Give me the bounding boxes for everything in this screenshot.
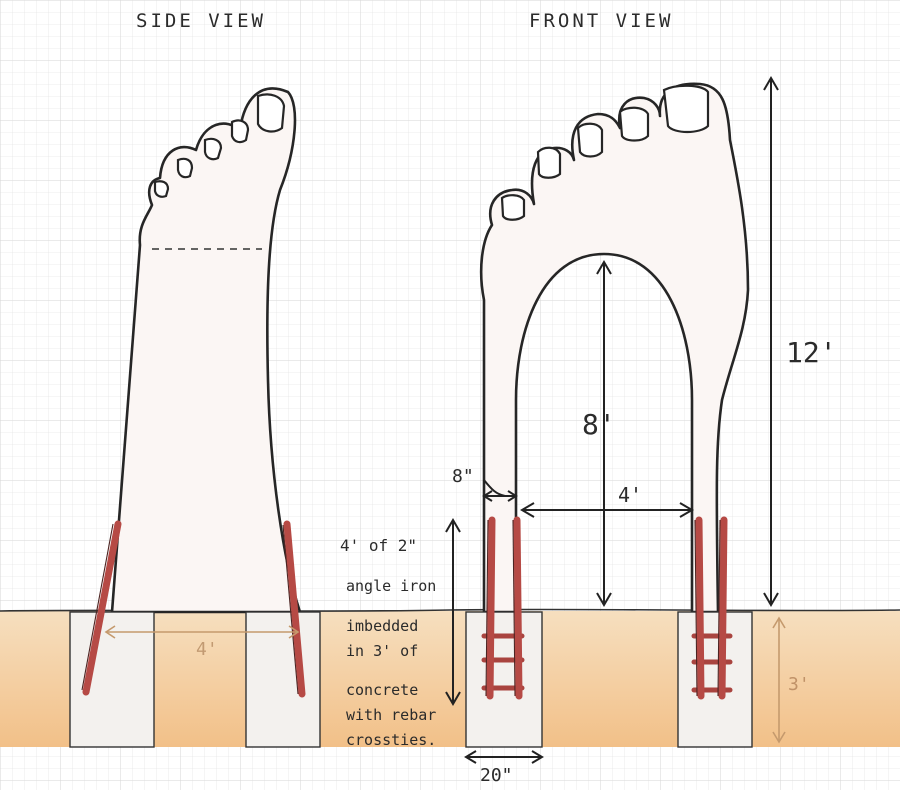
front-right-angle-iron xyxy=(691,516,733,700)
arch-height-label: 8' xyxy=(582,408,616,441)
front-left-angle-iron xyxy=(481,516,525,700)
angle-iron-length-dimension xyxy=(445,518,461,706)
side-spacing-dimension xyxy=(104,625,300,639)
note-line-2: angle iron xyxy=(346,577,436,595)
side-angle-iron-rods xyxy=(81,520,306,698)
footing-width-label: 20" xyxy=(480,765,513,786)
front-footing-left xyxy=(465,611,543,748)
side-spacing-label: 4' xyxy=(196,639,218,660)
side-view-foot xyxy=(110,87,302,614)
front-view-title: FRONT VIEW xyxy=(529,10,673,32)
note-line-3: imbedded xyxy=(346,617,418,635)
note-line-1: 4' of 2" xyxy=(340,536,417,555)
leg-width-label: 8" xyxy=(452,466,474,487)
footing-width-dimension xyxy=(464,750,544,764)
note-line-4: in 3' of xyxy=(346,642,418,660)
note-line-7: crossties. xyxy=(346,731,436,749)
front-view-foot xyxy=(479,82,750,614)
arch-width-dimension xyxy=(520,502,694,518)
front-footing-right xyxy=(677,611,753,748)
depth-dimension xyxy=(772,616,786,744)
total-height-label: 12' xyxy=(786,336,837,369)
total-height-dimension xyxy=(763,76,779,607)
note-line-5: concrete xyxy=(346,681,418,699)
leg-width-dimension xyxy=(482,479,518,502)
depth-label: 3' xyxy=(788,674,810,695)
construction-note: 4' of 2" angle iron imbedded in 3' of co… xyxy=(340,536,436,749)
side-view-title: SIDE VIEW xyxy=(136,10,266,32)
arch-height-dimension xyxy=(596,260,612,607)
arch-width-label: 4' xyxy=(618,483,642,507)
side-footing-right xyxy=(245,611,321,748)
note-line-6: with rebar xyxy=(346,706,436,724)
